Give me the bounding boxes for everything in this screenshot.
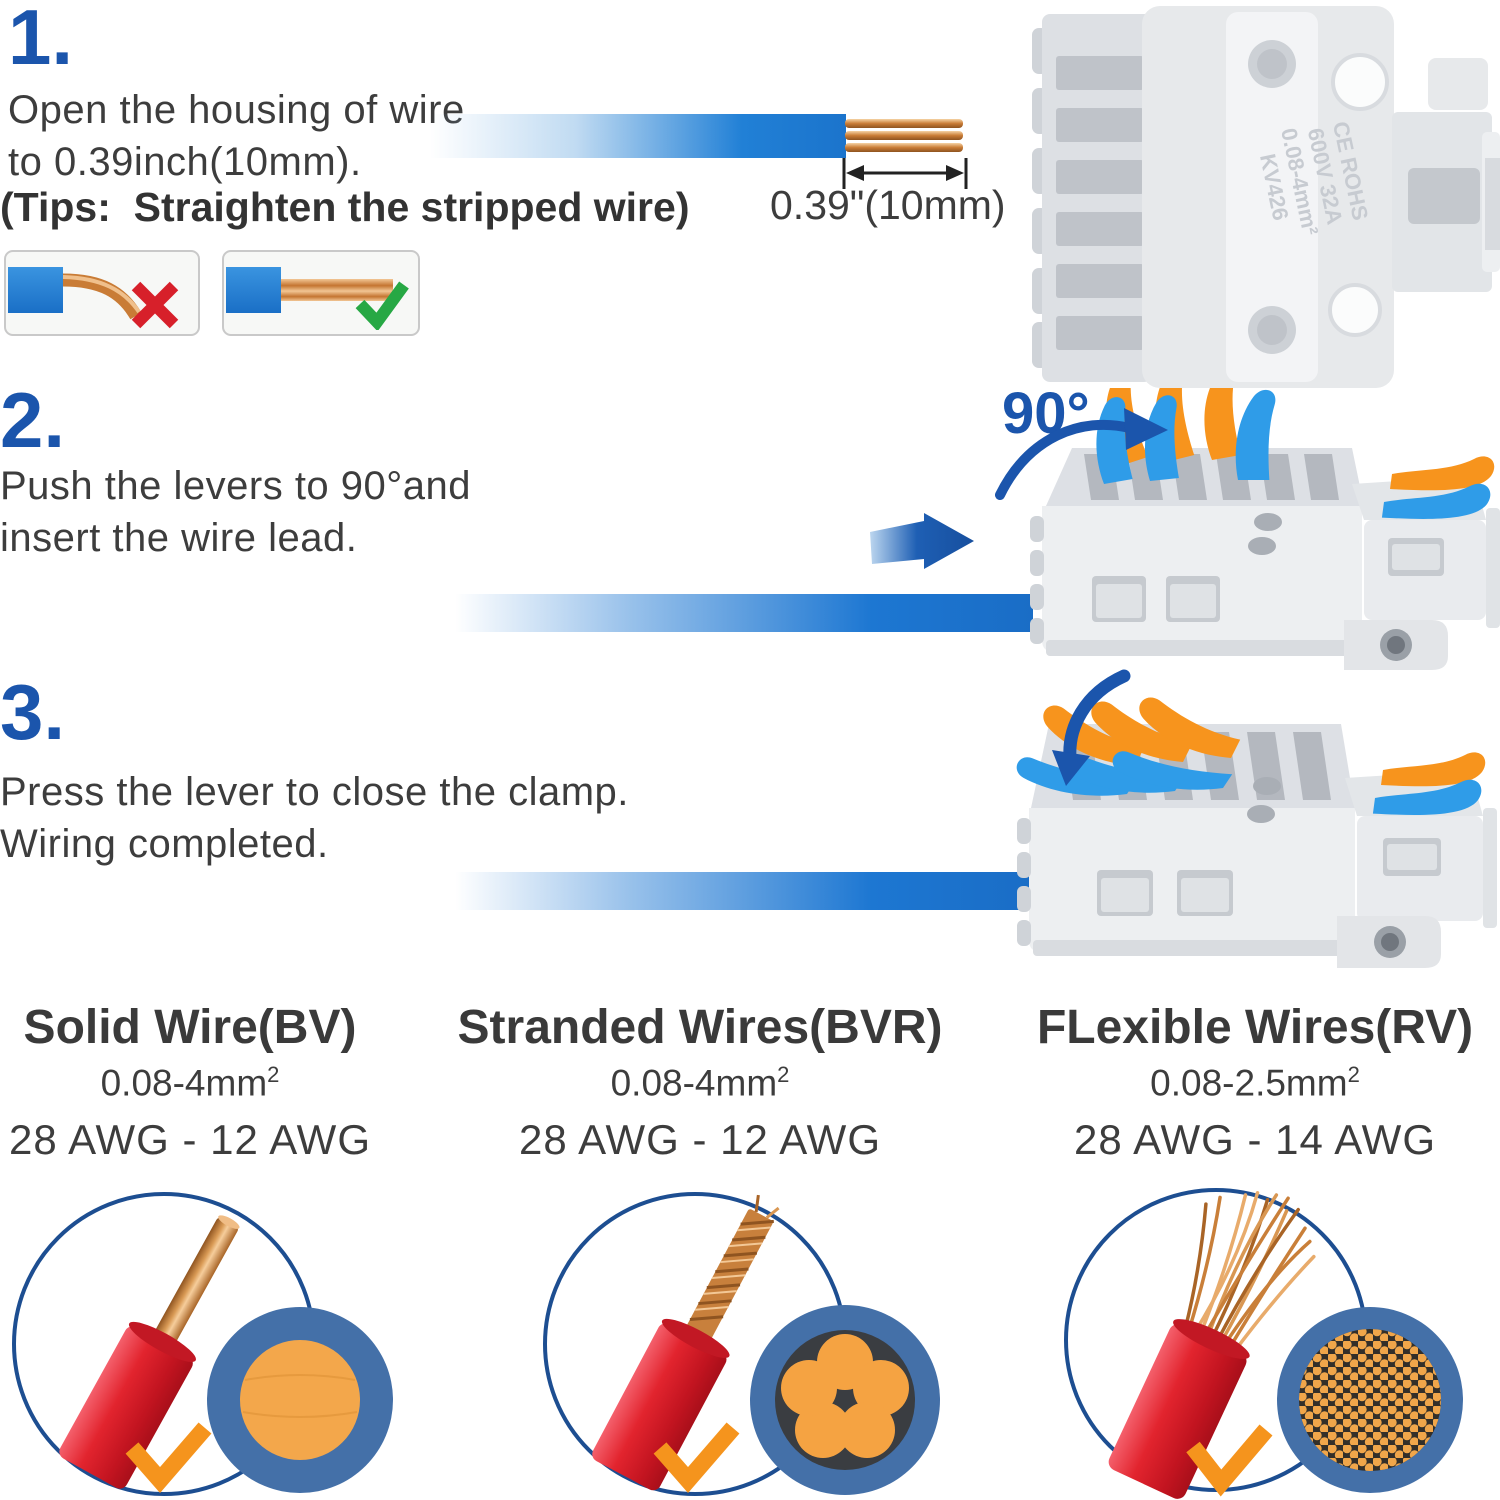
step-2-text: Push the levers to 90°and insert the wir… <box>0 460 471 564</box>
straight-wire-illustration <box>226 267 409 330</box>
check-icon <box>1186 1424 1273 1497</box>
step-1-line1: Open the housing of wire <box>8 88 465 132</box>
connector-product-image: KV426 0.08-4mm² 600V 32A CE ROHS <box>1032 6 1500 388</box>
wire-type-1-awg: 28 AWG - 12 AWG <box>9 1116 371 1163</box>
press-down-arrow-icon <box>1052 669 1131 786</box>
step-3-line1: Press the lever to close the clamp. <box>0 770 629 814</box>
wire-type-2-title: Stranded Wires(BVR) <box>457 1001 943 1054</box>
connector-levers-closed-image <box>1016 697 1497 968</box>
stripped-wire-illustration <box>430 114 846 158</box>
bent-wire-illustration <box>8 267 179 329</box>
connector-embossed-markings: KV426 0.08-4mm² 600V 32A CE ROHS <box>1255 119 1373 237</box>
check-icon <box>355 281 409 330</box>
measurement-arrow <box>842 158 968 189</box>
wire-type-3-title: FLexible Wires(RV) <box>1036 1001 1474 1054</box>
angle-90-label: 90° <box>1002 381 1090 446</box>
wire-type-3-awg: 28 AWG - 14 AWG <box>1074 1116 1436 1163</box>
wire-type-1-size: 0.08-4mm2 <box>100 1062 280 1104</box>
stranded-wire-illustration <box>543 1192 940 1496</box>
wrong-example-box <box>4 250 200 336</box>
right-example-box <box>222 250 420 336</box>
lever-slots <box>1084 454 1339 500</box>
stranded-cross-section <box>750 1305 940 1495</box>
wire-type-2-awg: 28 AWG - 12 AWG <box>519 1116 881 1163</box>
step-1-text: Open the housing of wire to 0.39inch(10m… <box>8 84 465 188</box>
connector-levers-open-image <box>1030 388 1500 670</box>
solid-wire-illustration <box>12 1192 393 1496</box>
measurement-label: 0.39"(10mm) <box>770 182 1006 228</box>
check-icon <box>125 1422 212 1493</box>
step-2-line1: Push the levers to 90°and <box>0 464 472 508</box>
solid-cross-section <box>207 1307 393 1493</box>
step-3-text: Press the lever to close the clamp. Wiri… <box>0 766 629 870</box>
step-1-number: 1. <box>8 0 74 81</box>
x-icon <box>131 281 179 329</box>
flexible-wire-illustration <box>1064 1188 1463 1499</box>
wire-entering-illustration <box>455 594 1033 632</box>
wire-type-1-title: Solid Wire(BV) <box>23 1001 357 1054</box>
step-1-tips: (Tips: Straighten the stripped wire) <box>0 184 690 230</box>
step-2-line2: insert the wire lead. <box>0 516 358 560</box>
wire-type-2-size: 0.08-4mm2 <box>610 1062 790 1104</box>
flexible-cross-section <box>1277 1307 1463 1493</box>
step-3-number: 3. <box>0 668 66 756</box>
wire-connected-illustration <box>455 872 1033 910</box>
rotate-up-arrow-icon <box>995 408 1168 500</box>
insert-arrow-icon <box>870 513 974 569</box>
step-3-line2: Wiring completed. <box>0 822 329 866</box>
step-1-line2: to 0.39inch(10mm). <box>8 140 362 184</box>
copper-strands <box>845 119 963 152</box>
wire-type-3-size: 0.08-2.5mm2 <box>1150 1062 1360 1104</box>
check-icon <box>653 1422 740 1493</box>
connector-wire-ports <box>1056 56 1144 350</box>
step-2-number: 2. <box>0 376 66 464</box>
